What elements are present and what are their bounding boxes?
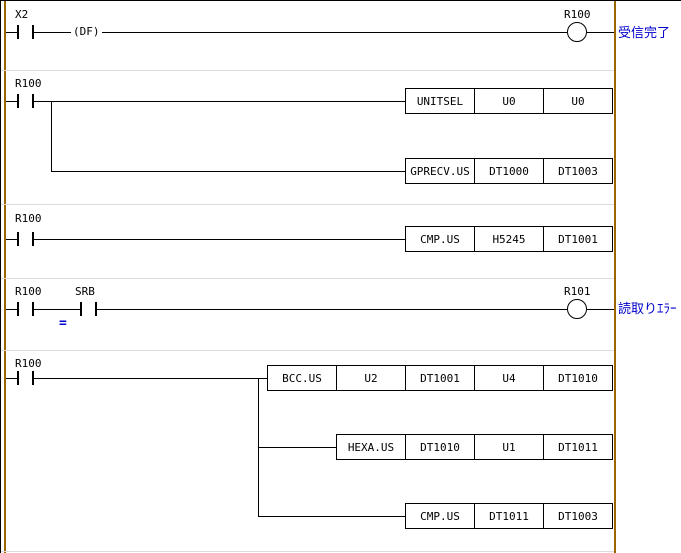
contact-label: R100	[15, 212, 42, 225]
operand: U4	[474, 366, 543, 390]
contact-label: R100	[15, 285, 42, 298]
wire	[51, 171, 405, 172]
contact-label: R100	[15, 357, 42, 370]
rung-separator	[1, 70, 614, 71]
wire	[587, 32, 614, 33]
coil-r101[interactable]	[567, 299, 587, 319]
rung-separator	[1, 204, 614, 205]
contact-r100[interactable]	[17, 302, 19, 316]
wire	[6, 101, 17, 102]
contact-label: R100	[15, 77, 42, 90]
instruction-box-hexa[interactable]: HEXA.US DT1010 U1 DT1011	[336, 434, 613, 460]
operand: DT1003	[543, 504, 612, 528]
operand: U0	[474, 89, 543, 113]
coil-label: R101	[564, 285, 591, 298]
wire	[34, 101, 405, 102]
wire	[34, 378, 267, 379]
contact-r100[interactable]	[32, 94, 34, 108]
rung-separator	[1, 551, 614, 552]
left-power-rail	[4, 1, 6, 553]
wire	[6, 378, 17, 379]
operand: U0	[543, 89, 612, 113]
contact-srb[interactable]	[95, 302, 97, 316]
operand: DT1003	[543, 159, 612, 183]
wire	[34, 239, 405, 240]
instruction-name: GPRECV.US	[410, 164, 470, 178]
wire	[34, 32, 567, 33]
contact-x2[interactable]	[32, 25, 34, 39]
wire	[258, 447, 336, 448]
instruction-box-bcc[interactable]: BCC.US U2 DT1001 U4 DT1010	[267, 365, 613, 391]
rung-comment[interactable]: 読取りｴﾗｰ	[618, 302, 677, 317]
branch-wire	[51, 101, 52, 171]
coil-label: R100	[564, 8, 591, 21]
contact-srb[interactable]	[80, 302, 82, 316]
operand: DT1001	[405, 366, 474, 390]
instruction-name: CMP.US	[420, 232, 460, 246]
right-power-rail	[614, 1, 616, 553]
instruction-name: HEXA.US	[347, 440, 395, 454]
instruction-box-gprecv[interactable]: GPRECV.US DT1000 DT1003	[405, 158, 613, 184]
contact-label: SRB	[75, 285, 95, 298]
compare-equal-symbol: =	[59, 316, 67, 331]
wire	[6, 32, 17, 33]
contact-r100[interactable]	[32, 302, 34, 316]
operand: H5245	[474, 227, 543, 251]
rung-separator	[1, 278, 614, 279]
wire	[34, 309, 80, 310]
rung-comment[interactable]: 受信完了	[618, 26, 671, 41]
operand: U2	[336, 366, 405, 390]
instruction-box-cmp2[interactable]: CMP.US DT1011 DT1003	[405, 503, 613, 529]
wire	[97, 309, 567, 310]
instruction-box-unitsel[interactable]: UNITSEL U0 U0	[405, 88, 613, 114]
instruction-name: BCC.US	[282, 371, 322, 385]
contact-r100[interactable]	[17, 371, 19, 385]
wire	[6, 239, 17, 240]
operand: DT1011	[543, 435, 612, 459]
operand: DT1001	[543, 227, 612, 251]
operand: DT1011	[474, 504, 543, 528]
contact-r100[interactable]	[17, 94, 19, 108]
contact-r100[interactable]	[32, 371, 34, 385]
coil-r100[interactable]	[567, 22, 587, 42]
contact-r100[interactable]	[32, 232, 34, 246]
df-instruction[interactable]: (DF)	[71, 25, 102, 39]
wire	[6, 309, 17, 310]
wire	[258, 516, 405, 517]
operand: DT1010	[543, 366, 612, 390]
operand: DT1010	[405, 435, 474, 459]
wire	[587, 309, 614, 310]
instruction-box-cmp[interactable]: CMP.US H5245 DT1001	[405, 226, 613, 252]
instruction-name: UNITSEL	[416, 94, 464, 108]
rung-separator	[1, 350, 614, 351]
instruction-name: CMP.US	[420, 509, 460, 523]
operand: DT1000	[474, 159, 543, 183]
contact-label: X2	[15, 8, 29, 21]
contact-x2[interactable]	[17, 25, 19, 39]
operand: U1	[474, 435, 543, 459]
contact-r100[interactable]	[17, 232, 19, 246]
